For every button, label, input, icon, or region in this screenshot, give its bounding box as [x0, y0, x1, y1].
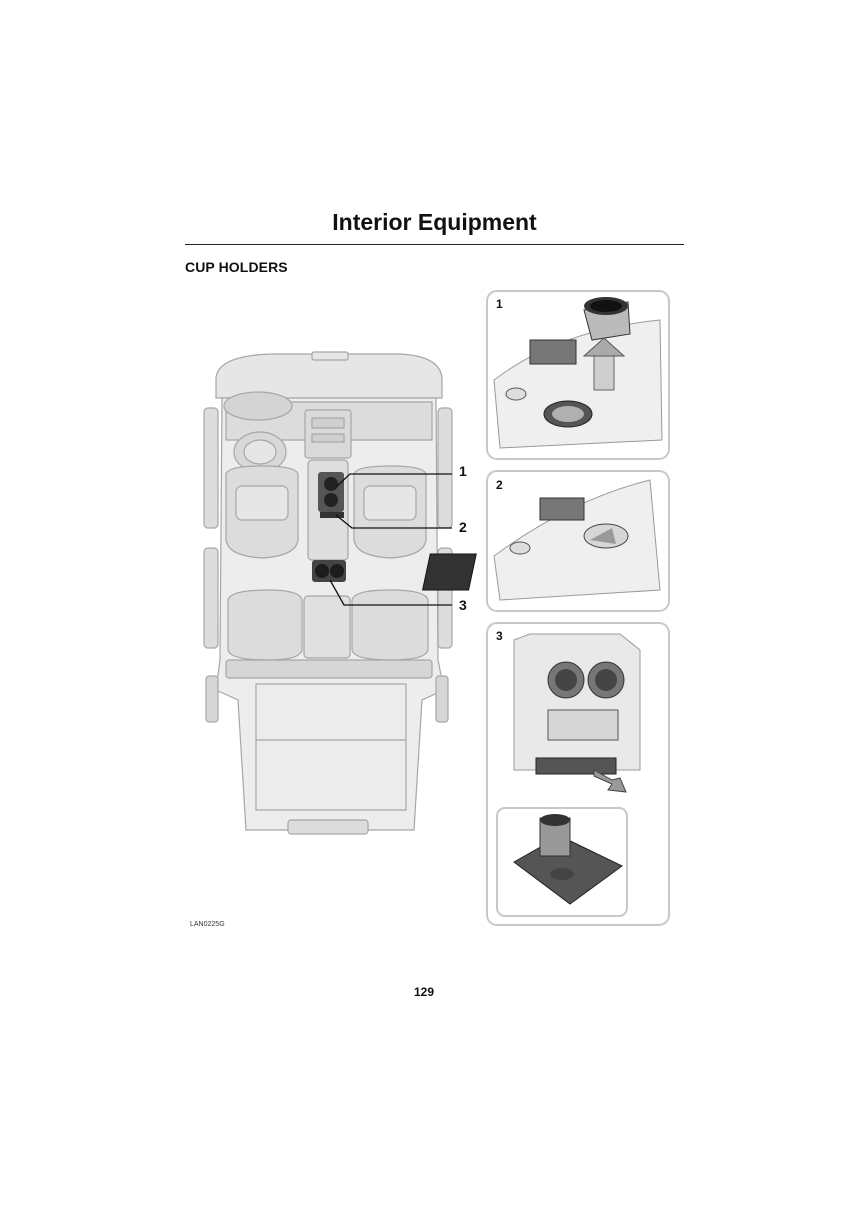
- vehicle-overhead-illustration: [203, 351, 453, 835]
- callout-3: 3: [459, 597, 467, 613]
- callout-1: 1: [459, 463, 467, 479]
- page-title: Interior Equipment: [332, 209, 537, 235]
- title-rule: [185, 244, 684, 245]
- panel-3-illustration: [486, 622, 670, 926]
- callout-2: 2: [459, 519, 467, 535]
- section-heading: CUP HOLDERS: [185, 259, 288, 275]
- panel-1-label: 1: [496, 297, 503, 311]
- panel-3-label: 3: [496, 629, 503, 643]
- callout-leaders: [329, 473, 452, 606]
- vehicle-cup-holders: [312, 472, 346, 582]
- panel-2-label: 2: [496, 478, 503, 492]
- figure-code: LAN0225G: [190, 921, 225, 928]
- panel-1-illustration: [486, 290, 670, 460]
- page-number: 129: [413, 985, 435, 999]
- panel-2-illustration: [421, 470, 670, 612]
